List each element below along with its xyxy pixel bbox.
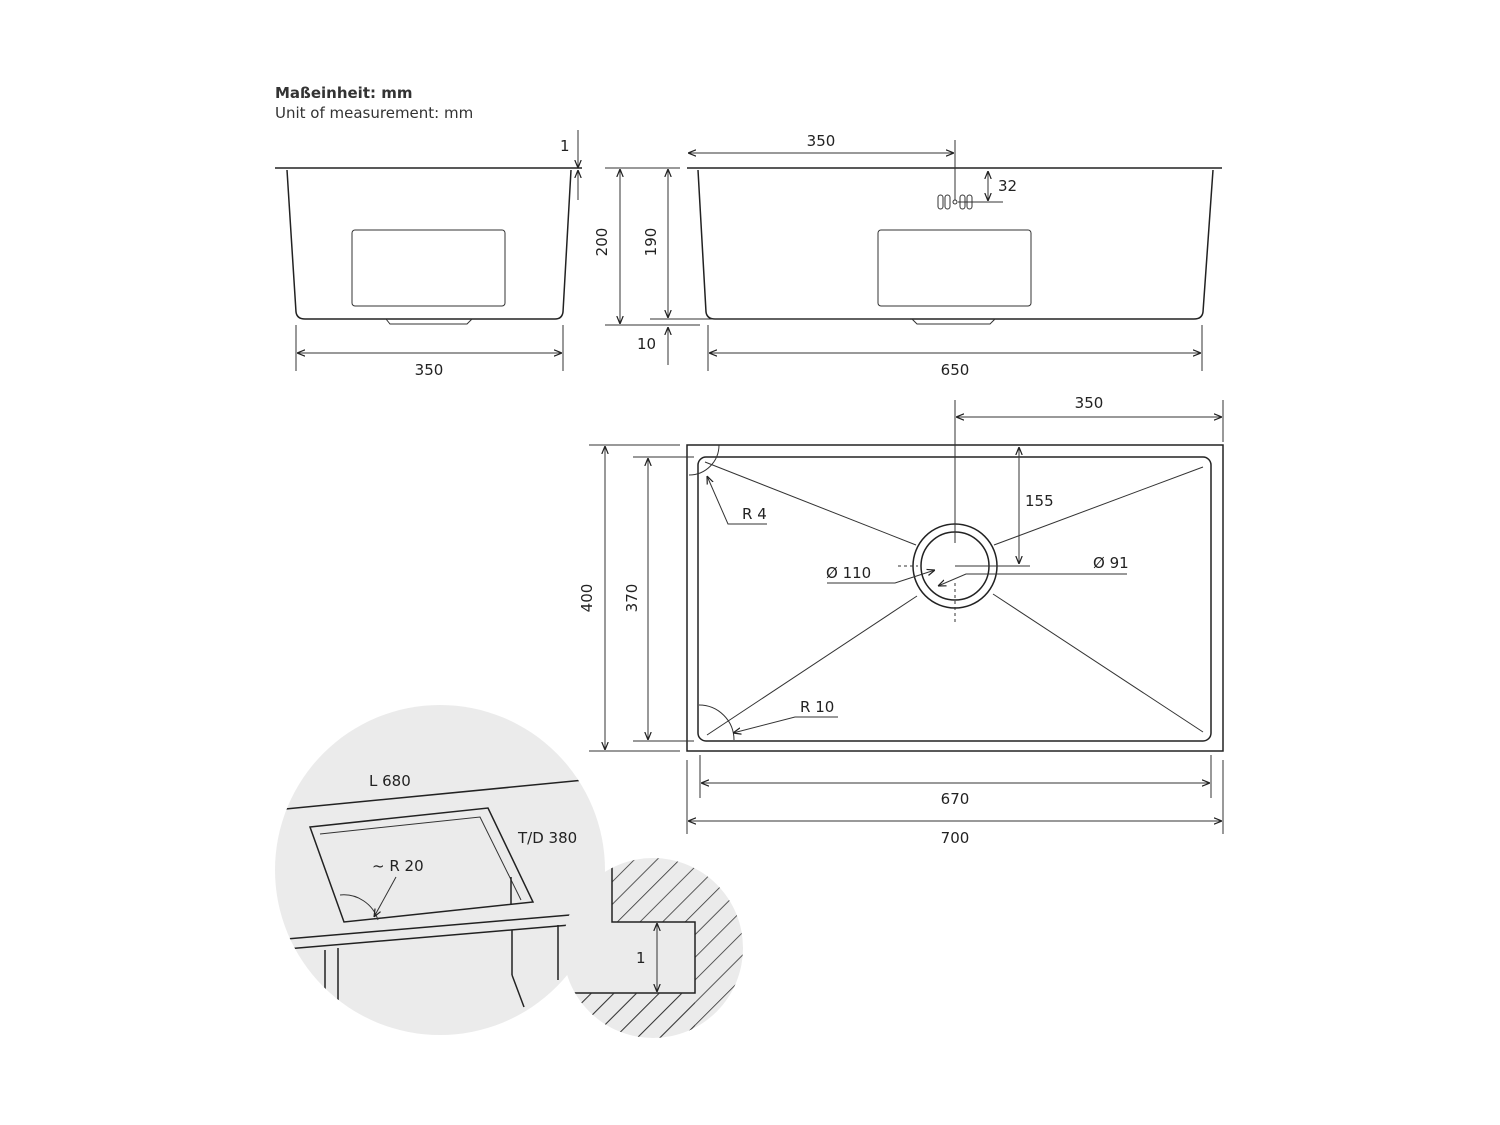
- dim-width-inner: 670: [941, 790, 970, 808]
- dim-section-thickness: 1: [636, 949, 646, 967]
- dim-cutout-length: L 680: [369, 772, 411, 790]
- front-drain-bulge: [911, 318, 996, 325]
- dim-drain-inner-dia: Ø 91: [1093, 554, 1129, 572]
- dim-width-outer: 700: [941, 829, 970, 847]
- dim-base-offset: 10: [637, 335, 656, 353]
- leader-drain-inner: [938, 573, 1127, 586]
- slope-line-tr: [993, 466, 1204, 546]
- side-drain-bulge: [385, 318, 473, 325]
- front-view: 350 32 200 190 10 650: [593, 132, 1222, 379]
- leader-radius-outer: [707, 476, 767, 525]
- countertop-front-edge-bottom: [275, 921, 605, 951]
- detail-cutout: L 680 T/D 380 ~ R 20: [275, 705, 605, 1035]
- dim-drain-outer-dia: Ø 110: [826, 564, 871, 582]
- detail-cutout-bg: [275, 705, 605, 1035]
- dim-depth-inner: 370: [623, 584, 641, 613]
- dim-radius-outer: R 4: [742, 505, 767, 523]
- unit-heading-en: Unit of measurement: mm: [275, 104, 474, 122]
- cabinet-side-2: [511, 974, 525, 1008]
- front-label-panel: [877, 229, 1032, 307]
- section-hatch-bottom-left: [563, 993, 695, 1038]
- corner-arc-inner: [698, 704, 735, 741]
- dim-overflow-pos: 350: [807, 132, 836, 150]
- cutout-inner-rim: [319, 816, 522, 901]
- dim-depth-outer: 400: [578, 584, 596, 613]
- side-label-panel: [351, 229, 506, 307]
- leader-radius-inner: [733, 716, 838, 733]
- slope-line-br: [992, 593, 1204, 733]
- countertop-back-edge: [275, 777, 605, 811]
- dim-drain-x: 350: [1075, 394, 1104, 412]
- dim-cutout-radius: ~ R 20: [372, 857, 424, 875]
- dim-height-total: 200: [593, 228, 611, 257]
- dim-drain-y: 155: [1025, 492, 1054, 510]
- dim-rim-thickness: 1: [560, 137, 570, 155]
- slope-line-bl: [706, 595, 918, 736]
- slope-line-tl: [704, 461, 917, 546]
- unit-heading-de: Maßeinheit: mm: [275, 84, 413, 102]
- top-view: 350 155 Ø 110 Ø 91 R 4 R 10 400 370 670 …: [578, 394, 1224, 847]
- cutout-outline: [308, 807, 535, 923]
- front-bowl: [697, 169, 1214, 320]
- dim-height-inner: 190: [642, 228, 660, 257]
- dim-radius-inner: R 10: [800, 698, 834, 716]
- corner-arc-outer: [688, 444, 720, 476]
- dim-overflow-depth: 32: [998, 177, 1017, 195]
- side-view: 1 350: [275, 130, 582, 379]
- countertop-front-edge-top: [275, 911, 605, 941]
- dim-front-width: 650: [941, 361, 970, 379]
- dim-side-width: 350: [415, 361, 444, 379]
- section-hatch-top: [612, 858, 743, 922]
- dim-cutout-depth: T/D 380: [517, 829, 577, 847]
- leader-detail-radius: [374, 876, 397, 917]
- leader-drain-outer: [827, 570, 935, 584]
- side-bowl: [286, 169, 572, 320]
